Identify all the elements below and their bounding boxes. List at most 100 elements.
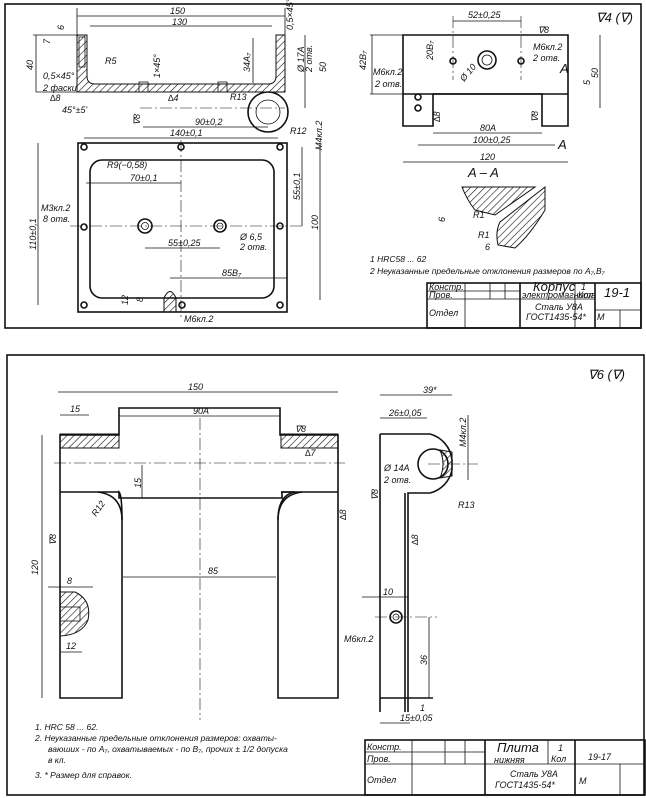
note: 3. * Размер для справок. bbox=[35, 770, 132, 780]
front-section-view bbox=[33, 8, 306, 139]
drawing-number: 19-17 bbox=[588, 752, 612, 762]
checker-label: Пров. bbox=[367, 754, 391, 764]
plate-front-view bbox=[41, 391, 345, 720]
dim: 50 bbox=[318, 62, 328, 72]
dim: 52±0,25 bbox=[468, 10, 501, 20]
dim: 8 bbox=[135, 297, 145, 302]
dim: 8 bbox=[67, 576, 72, 586]
dim: 140±0,1 bbox=[170, 128, 202, 138]
dim: 6 bbox=[485, 242, 490, 252]
dim: 34A₇ bbox=[242, 52, 252, 72]
dim: М6кл.2 bbox=[344, 634, 373, 644]
dim: 55±0,1 bbox=[292, 173, 302, 200]
dim: R12 bbox=[89, 499, 107, 518]
dim: ∆8 bbox=[338, 509, 348, 520]
dim: ∇8 bbox=[295, 424, 306, 434]
dim: Ø 14A bbox=[383, 463, 410, 473]
dim: 10 bbox=[383, 587, 393, 597]
part-name-sub: электромагнита bbox=[522, 290, 596, 300]
dim: 2 отв. bbox=[532, 53, 560, 63]
dim: 2 отв. bbox=[239, 242, 267, 252]
dim: ∆8 bbox=[50, 93, 61, 103]
note: 2 Неуказанные предельные отклонения разм… bbox=[369, 266, 606, 276]
department-label: Отдел bbox=[429, 308, 458, 318]
dim: 110±0,1 bbox=[28, 218, 38, 250]
dim: ∇8 bbox=[530, 111, 540, 122]
dim: Ø 6,5 bbox=[239, 232, 263, 242]
note: 1 HRC58 ... 62 bbox=[370, 254, 426, 264]
dim: 42B₇ bbox=[358, 50, 368, 70]
dim: 45°±5' bbox=[62, 105, 88, 115]
dim: Ø 10 bbox=[457, 62, 478, 84]
dim: R5 bbox=[105, 56, 117, 66]
note: 2. Неуказанные предельные отклонения раз… bbox=[34, 733, 277, 743]
dim: R9(−0,58) bbox=[107, 160, 147, 170]
sheet-2-lower-plate: ∇6 (∇) 150 15 90A ∇8 ∆7 15 bbox=[6, 354, 646, 796]
dim: 36 bbox=[419, 655, 429, 665]
dim: R13 bbox=[458, 500, 475, 510]
section-mark: A bbox=[557, 137, 567, 152]
quantity: 1 bbox=[581, 282, 586, 292]
quantity: 1 bbox=[558, 743, 563, 753]
title-block bbox=[426, 282, 642, 329]
dim: ∇8 bbox=[132, 114, 142, 125]
section-title: A – A bbox=[467, 165, 499, 180]
dim: ∆8 bbox=[410, 534, 420, 545]
note: ваюших - по A₇, охватываемых - по B₇, пр… bbox=[48, 744, 288, 754]
dim: 40 bbox=[25, 60, 35, 70]
part-name: Корпус bbox=[533, 279, 576, 294]
dim: R12 bbox=[290, 126, 307, 136]
sheet-1-housing: ∇4 (∇) 150 130 0,5×45° 7 6 40 R5 bbox=[4, 0, 642, 329]
dim: М6кл.2 bbox=[373, 67, 402, 77]
dim: 6 bbox=[56, 25, 66, 30]
dim: 85 bbox=[208, 566, 219, 576]
dim: 0,5×45° bbox=[285, 0, 295, 30]
dim: 70±0,1 bbox=[130, 173, 157, 183]
dim: 50 bbox=[590, 68, 600, 78]
scale-label: М bbox=[597, 312, 605, 322]
standard: ГОСТ1435-54* bbox=[526, 312, 586, 322]
dim: М6кл.2 bbox=[533, 42, 562, 52]
dim: 55±0,25 bbox=[168, 238, 201, 248]
material: Сталь У8А bbox=[510, 769, 558, 779]
part-name: Плита bbox=[497, 740, 539, 755]
side-view bbox=[370, 16, 601, 163]
dim: R1 bbox=[478, 230, 490, 240]
checker-label: Пров. bbox=[429, 290, 453, 300]
dim: 12 bbox=[66, 641, 76, 651]
material: Сталь У8А bbox=[535, 302, 583, 312]
dim: R1 bbox=[473, 210, 485, 220]
dim: 2 фаски bbox=[42, 83, 77, 93]
dim: 7 bbox=[42, 38, 52, 44]
scale-label: М bbox=[579, 776, 587, 786]
dim: 20B₇ bbox=[425, 40, 435, 61]
constructor-label: Констр. bbox=[429, 282, 464, 292]
drawing-number: 19-1 bbox=[604, 285, 630, 300]
dim: 8 отв. bbox=[43, 214, 70, 224]
dim: 130 bbox=[172, 17, 187, 27]
dim: 2 отв. bbox=[374, 79, 402, 89]
dim: ∇8 bbox=[538, 25, 549, 35]
dim: 39* bbox=[423, 385, 437, 395]
dim: ∇8 bbox=[370, 489, 380, 500]
dim: 150 bbox=[170, 6, 185, 16]
dim: 120 bbox=[480, 152, 495, 162]
dim: ∆8 bbox=[432, 111, 442, 122]
dim: 26±0,05 bbox=[388, 408, 422, 418]
part-name-sub: нижняя bbox=[494, 755, 525, 765]
plan-view bbox=[37, 140, 321, 318]
sheet-1-frame bbox=[4, 3, 642, 329]
quantity-label: Кол bbox=[551, 754, 566, 764]
dim: 6 bbox=[437, 217, 447, 222]
dim: 15 bbox=[133, 477, 143, 488]
roughness-mark: ∇4 (∇) bbox=[596, 10, 633, 25]
plate-side-view bbox=[362, 394, 478, 724]
dim: 100 bbox=[310, 215, 320, 230]
section-a-a bbox=[461, 185, 546, 249]
section-mark: A bbox=[559, 61, 569, 76]
dim: М4кл.2 bbox=[314, 121, 324, 150]
note: в кл. bbox=[48, 755, 66, 765]
sheet-2-frame bbox=[6, 354, 645, 796]
dim: 100±0,25 bbox=[473, 135, 511, 145]
note: 1. HRC 58 ... 62. bbox=[35, 722, 98, 732]
